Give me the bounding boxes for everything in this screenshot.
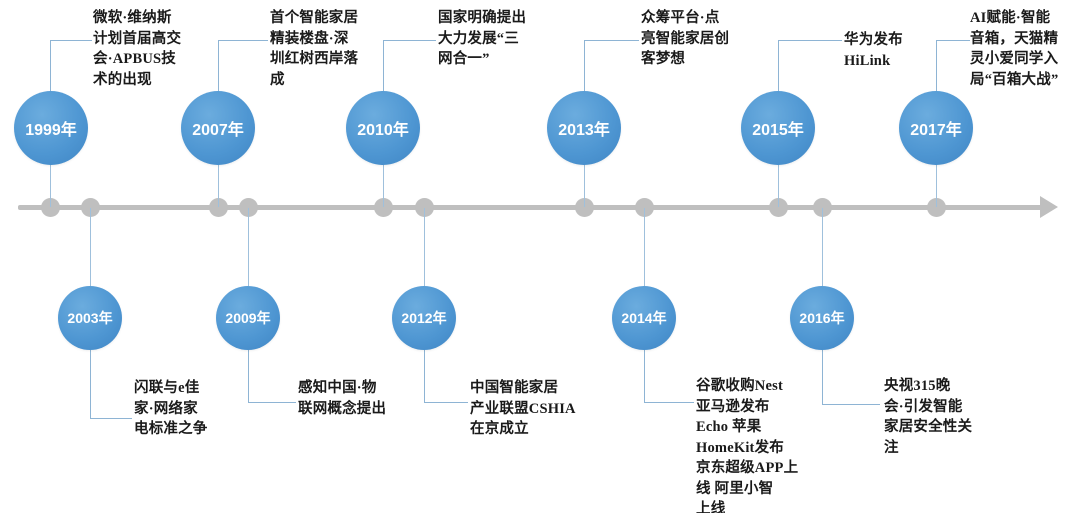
event-caption-2016: 央视315晚 会·引发智能 家居安全性关 注 [884, 378, 973, 456]
axis-marker-dot [239, 198, 258, 217]
event-bubble-2015[interactable]: 2015年 [741, 91, 815, 165]
bubble-stem [424, 208, 425, 286]
axis-marker-dot [635, 198, 654, 217]
axis-marker-dot [374, 198, 393, 217]
axis-marker-dot [209, 198, 228, 217]
leader-horizontal [50, 40, 92, 41]
leader-vertical [584, 40, 585, 94]
axis-marker-dot [813, 198, 832, 217]
bubble-stem [936, 163, 937, 207]
axis-marker-dot [769, 198, 788, 217]
leader-horizontal [90, 418, 132, 419]
event-bubble-2016[interactable]: 2016年 [790, 286, 854, 350]
leader-vertical [424, 348, 425, 402]
axis-marker-dot [575, 198, 594, 217]
bubble-stem [50, 163, 51, 207]
leader-horizontal [383, 40, 436, 41]
axis-marker-dot [81, 198, 100, 217]
event-caption-2010: 国家明确提出 大力发展“三 网合一” [438, 10, 527, 67]
event-bubble-2009[interactable]: 2009年 [216, 286, 280, 350]
leader-vertical [218, 40, 219, 94]
event-caption-2013: 众筹平台·点 亮智能家居创 客梦想 [641, 10, 730, 67]
leader-horizontal [936, 40, 970, 41]
event-caption-2017: AI赋能·智能 音箱，天猫精 灵小爱同学入 局“百箱大战” [970, 10, 1059, 88]
leader-horizontal [248, 402, 296, 403]
axis-marker-dot [927, 198, 946, 217]
bubble-stem [218, 163, 219, 207]
event-bubble-2012[interactable]: 2012年 [392, 286, 456, 350]
event-caption-2015: 华为发布 HiLink [844, 32, 903, 69]
leader-vertical [90, 348, 91, 418]
bubble-stem [778, 163, 779, 207]
leader-vertical [383, 40, 384, 94]
event-caption-1999: 微软·维纳斯 计划首届高交 会·APBUS技 术的出现 [93, 10, 182, 88]
leader-horizontal [424, 402, 468, 403]
leader-vertical [50, 40, 51, 94]
leader-horizontal [644, 402, 694, 403]
leader-vertical [822, 348, 823, 404]
leader-horizontal [218, 40, 268, 41]
event-bubble-2013[interactable]: 2013年 [547, 91, 621, 165]
timeline-arrow-icon [1040, 196, 1058, 218]
leader-horizontal [584, 40, 639, 41]
timeline-axis [18, 205, 1046, 210]
axis-marker-dot [41, 198, 60, 217]
leader-horizontal [778, 40, 842, 41]
leader-vertical [248, 348, 249, 402]
bubble-stem [383, 163, 384, 207]
axis-marker-dot [415, 198, 434, 217]
event-caption-2012: 中国智能家居 产业联盟CSHIA 在京成立 [470, 380, 576, 437]
event-bubble-2017[interactable]: 2017年 [899, 91, 973, 165]
bubble-stem [644, 208, 645, 286]
event-caption-2014: 谷歌收购Nest 亚马逊发布 Echo 苹果 HomeKit发布 京东超级APP… [696, 378, 799, 513]
bubble-stem [90, 208, 91, 286]
event-caption-2009: 感知中国·物 联网概念提出 [298, 380, 387, 417]
bubble-stem [248, 208, 249, 286]
event-bubble-1999[interactable]: 1999年 [14, 91, 88, 165]
event-caption-2007: 首个智能家居 精装楼盘·深 圳红树西岸落 成 [270, 10, 359, 88]
bubble-stem [584, 163, 585, 207]
leader-vertical [778, 40, 779, 94]
event-bubble-2014[interactable]: 2014年 [612, 286, 676, 350]
bubble-stem [822, 208, 823, 286]
event-bubble-2003[interactable]: 2003年 [58, 286, 122, 350]
event-bubble-2010[interactable]: 2010年 [346, 91, 420, 165]
event-bubble-2007[interactable]: 2007年 [181, 91, 255, 165]
event-caption-2003: 闪联与e佳 家·网络家 电标准之争 [134, 380, 208, 437]
leader-horizontal [822, 404, 880, 405]
leader-vertical [936, 40, 937, 94]
leader-vertical [644, 348, 645, 402]
